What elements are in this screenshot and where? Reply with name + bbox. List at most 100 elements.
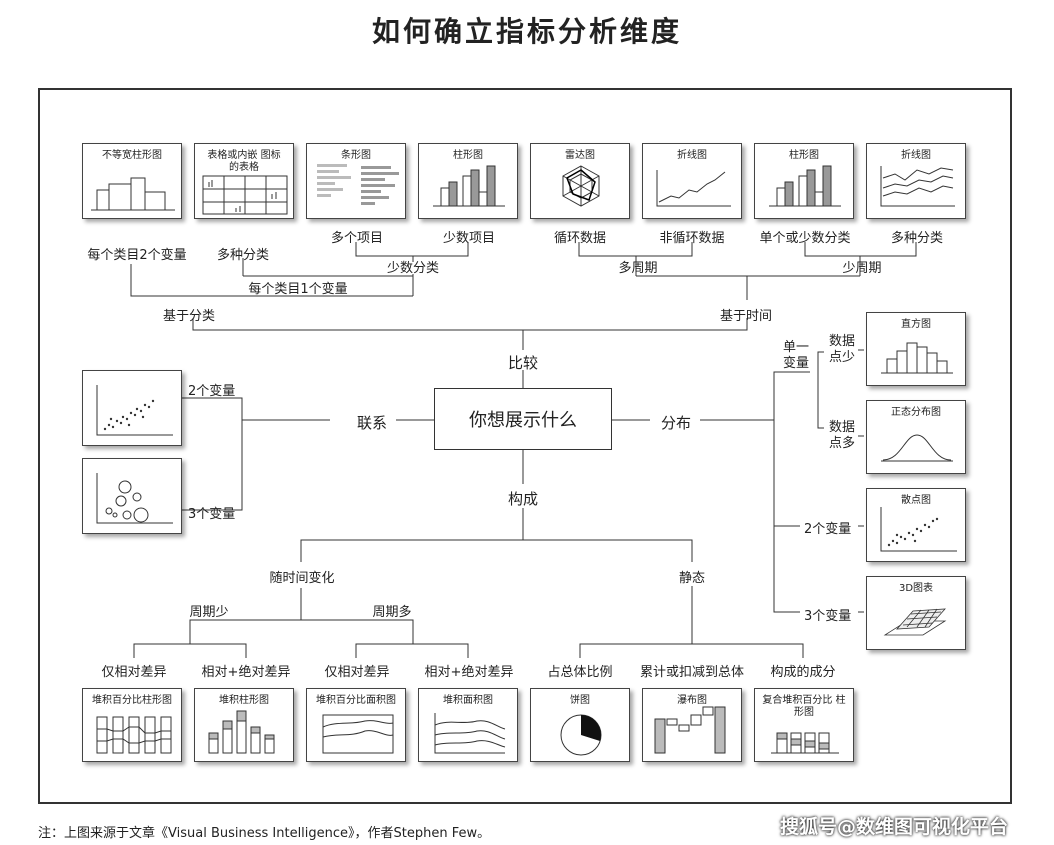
stacked-area-icon xyxy=(434,713,506,754)
card-variable-width-column: 不等宽柱形图 xyxy=(82,143,182,219)
card-scatter-relation xyxy=(82,370,182,446)
card-title: 条形图 xyxy=(341,150,371,161)
card-bubble xyxy=(82,458,182,534)
card-line-1: 折线图 xyxy=(642,143,742,219)
bell-curve-icon xyxy=(881,434,953,462)
stacked-percent-column-icon xyxy=(96,716,172,754)
branch-relation: 联系 xyxy=(356,414,388,432)
card-3d-chart: 3D图表 xyxy=(866,576,966,650)
column-chart-icon xyxy=(769,165,841,207)
card-table-embedded: 表格或内嵌 图标的表格 xyxy=(194,143,294,219)
card-title: 表格或内嵌 图标的表格 xyxy=(207,150,281,173)
label-multi-cat: 多种分类 xyxy=(890,231,944,246)
branch-distribution: 分布 xyxy=(660,414,692,432)
card-title: 柱形图 xyxy=(453,150,483,161)
label-over-time: 随时间变化 xyxy=(269,571,335,586)
source-note: 注：上图来源于文章《Visual Business Intelligence》，… xyxy=(38,826,491,841)
card-stacked-pct-area: 堆积百分比面积图 xyxy=(306,688,406,762)
label-relative-only-2: 仅相对差异 xyxy=(324,665,390,680)
label-few-items: 少数项目 xyxy=(442,231,496,246)
label-relative-only-1: 仅相对差异 xyxy=(101,665,167,680)
card-title: 柱形图 xyxy=(789,150,819,161)
card-line-2: 折线图 xyxy=(866,143,966,219)
radar-chart-icon xyxy=(562,165,600,207)
card-title: 雷达图 xyxy=(565,150,595,161)
stacked-column-icon xyxy=(208,710,275,754)
scatter-plot-icon xyxy=(880,507,957,552)
histogram-icon xyxy=(881,342,953,374)
card-title: 折线图 xyxy=(677,150,707,161)
label-one-var-per-item: 每个类目1个变量 xyxy=(248,282,348,297)
card-title: 堆积百分比柱形图 xyxy=(92,695,172,706)
label-share-total: 占总体比例 xyxy=(547,665,613,680)
label-many-periods: 周期多 xyxy=(372,605,412,620)
label-rel-abs-1: 相对+绝对差异 xyxy=(201,665,291,680)
label-dist-two-var: 2个变量 xyxy=(804,522,852,537)
card-stacked-area: 堆积面积图 xyxy=(418,688,518,762)
card-radar: 雷达图 xyxy=(530,143,630,219)
label-relation-three-var: 3个变量 xyxy=(188,507,236,522)
card-normal-distribution: 正态分布图 xyxy=(866,400,966,474)
label-few-period: 少周期 xyxy=(842,261,882,276)
card-title: 散点图 xyxy=(901,495,931,506)
label-few-categories: 少数分类 xyxy=(386,261,440,276)
line-chart-icon xyxy=(656,170,731,207)
bubble-chart-icon xyxy=(96,473,173,524)
card-title: 堆积柱形图 xyxy=(219,695,269,706)
label-two-var-per-item: 每个类目2个变量 xyxy=(87,248,187,263)
card-title: 不等宽柱形图 xyxy=(102,150,162,161)
variable-width-column-icon xyxy=(91,177,175,211)
pie-chart-icon xyxy=(560,714,602,756)
card-title: 堆积面积图 xyxy=(443,695,493,706)
label-by-time: 基于时间 xyxy=(719,309,773,324)
compound-stacked-column-icon xyxy=(771,732,839,754)
label-single-var: 单一 变量 xyxy=(782,340,809,371)
card-title: 瀑布图 xyxy=(677,695,707,706)
card-title: 直方图 xyxy=(901,319,931,330)
label-many-points: 数据 点多 xyxy=(828,420,855,451)
label-accumulate: 累计或扣减到总体 xyxy=(639,665,745,680)
scatter-plot-icon xyxy=(96,385,173,436)
card-scatter-distribution: 散点图 xyxy=(866,488,966,562)
label-components: 构成的成分 xyxy=(770,665,836,680)
card-title: 堆积百分比面积图 xyxy=(316,695,396,706)
card-histogram: 直方图 xyxy=(866,312,966,386)
label-single-few-cat: 单个或少数分类 xyxy=(759,231,851,246)
branch-compare: 比较 xyxy=(507,354,539,372)
table-embedded-icon xyxy=(202,175,288,215)
label-multi-period: 多周期 xyxy=(618,261,658,276)
card-title: 折线图 xyxy=(901,150,931,161)
label-by-category: 基于分类 xyxy=(162,309,216,324)
page-title: 如何确立指标分析维度 xyxy=(371,15,682,48)
surface-3d-icon xyxy=(883,608,947,636)
watermark: 搜狐号@数维图可视化平台 xyxy=(780,816,1009,838)
multi-line-chart-icon xyxy=(880,166,955,207)
bar-horizontal-icon xyxy=(317,164,399,205)
label-dist-three-var: 3个变量 xyxy=(804,609,852,624)
card-title: 正态分布图 xyxy=(891,407,941,418)
label-few-periods: 周期少 xyxy=(189,605,229,620)
card-compound-stacked: 复合堆积百分比 柱形图 xyxy=(754,688,854,762)
waterfall-chart-icon xyxy=(654,706,726,754)
label-cyclic: 循环数据 xyxy=(553,231,607,246)
label-few-points: 数据 点少 xyxy=(828,334,855,365)
label-rel-abs-2: 相对+绝对差异 xyxy=(424,665,514,680)
card-column-2: 柱形图 xyxy=(754,143,854,219)
stacked-percent-area-icon xyxy=(322,714,394,754)
card-column-1: 柱形图 xyxy=(418,143,518,219)
card-title: 3D图表 xyxy=(898,583,934,594)
card-title: 复合堆积百分比 柱形图 xyxy=(762,695,846,718)
label-noncyclic: 非循环数据 xyxy=(659,231,725,246)
card-waterfall: 瀑布图 xyxy=(642,688,742,762)
label-multi-category: 多种分类 xyxy=(216,248,270,263)
card-title: 饼图 xyxy=(570,695,590,706)
branch-composition: 构成 xyxy=(507,490,539,508)
card-pie: 饼图 xyxy=(530,688,630,762)
diagram-frame xyxy=(38,88,1012,804)
card-bar-horizontal: 条形图 xyxy=(306,143,406,219)
card-stacked-pct-column: 堆积百分比柱形图 xyxy=(82,688,182,762)
center-question: 你想展示什么 xyxy=(434,388,612,450)
label-relation-two-var: 2个变量 xyxy=(188,384,236,399)
column-chart-icon xyxy=(433,165,505,207)
